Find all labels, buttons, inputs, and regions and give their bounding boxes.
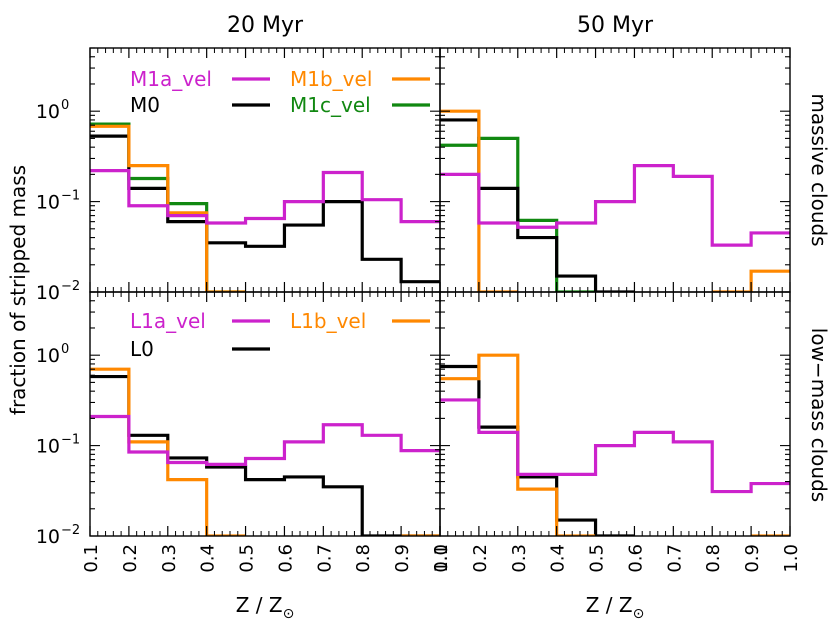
- series-L1a_vel-panel-2: [90, 414, 440, 466]
- x-tick-label: 0.2: [470, 544, 491, 573]
- x-tick-label: 0.6: [625, 544, 646, 573]
- series-L1a_vel-panel-3: [440, 398, 790, 494]
- legend-label-L0: L0: [130, 337, 154, 361]
- x-tick-label: 1.0: [431, 544, 452, 573]
- y-tick-label: 10: [36, 192, 60, 214]
- panel-frame-1: [439, 47, 791, 293]
- x-tick-label: 0.4: [548, 544, 569, 573]
- x-tick-label: 0.4: [198, 544, 219, 573]
- y-tick-label-exp: 0: [61, 342, 69, 357]
- panel-2-series: [90, 367, 440, 536]
- x-tick-label: 0.7: [314, 544, 335, 573]
- series-M1a_vel-panel-1: [440, 164, 790, 247]
- y-tick-label: 10: [36, 282, 60, 304]
- x-tick-label: 0.9: [742, 544, 763, 573]
- y-tick-label-exp: −1: [61, 189, 80, 204]
- x-tick-label: 0.1: [81, 544, 102, 573]
- x-axis-label-sub: ⊙: [283, 606, 295, 622]
- panel-frame-3: [439, 291, 791, 537]
- labels: 20 Myr 50 Myr massive clouds low−mass cl…: [6, 13, 830, 622]
- legend-label-L1a_vel: L1a_vel: [130, 309, 206, 333]
- x-tick-label: 0.6: [275, 544, 296, 573]
- series-L0-panel-2: [90, 374, 440, 536]
- x-tick-label: 1.0: [781, 544, 802, 573]
- row-title-bottom: low−mass clouds: [807, 328, 830, 502]
- series-M1a_vel-panel-0: [90, 169, 440, 225]
- series-M0-panel-0: [90, 134, 440, 284]
- y-axis-label: fraction of stripped mass: [6, 165, 30, 415]
- x-tick-label: 0.7: [664, 544, 685, 573]
- x-tick-label: 0.3: [509, 544, 530, 573]
- x-tick-label: 0.8: [703, 544, 724, 573]
- y-tick-label: 10: [36, 436, 60, 458]
- legend-label-L1b_vel: L1b_vel: [290, 309, 366, 333]
- series-M1b_vel-panel-0: [90, 124, 246, 292]
- frames: [89, 47, 791, 537]
- x-axis-label-right: Z / Z⊙: [586, 593, 645, 622]
- x-axis-label-left: Z / Z⊙: [236, 593, 295, 622]
- y-tick-label-exp: −2: [61, 279, 80, 294]
- legend-label-M1c_vel: M1c_vel: [290, 93, 371, 117]
- series-L0-panel-3: [440, 364, 635, 536]
- y-tick-label: 10: [36, 345, 60, 367]
- y-tick-label: 10: [36, 526, 60, 548]
- legend-label-M1b_vel: M1b_vel: [290, 67, 372, 91]
- x-tick-label: 0.3: [159, 544, 180, 573]
- x-axis-label-main-2: Z / Z: [586, 593, 633, 617]
- row-title-top: massive clouds: [807, 93, 830, 246]
- x-tick-label: 0.1: [431, 544, 452, 573]
- legend-label-M1a_vel: M1a_vel: [130, 67, 212, 91]
- panel-3-series: [440, 353, 790, 536]
- col-title-left: 20 Myr: [227, 13, 304, 38]
- x-axis-label-main: Z / Z: [236, 593, 283, 617]
- x-tick-label: 0.2: [120, 544, 141, 573]
- col-title-right: 50 Myr: [577, 13, 654, 38]
- y-tick-label-exp: −2: [61, 523, 80, 538]
- panel-0-series: [90, 122, 440, 292]
- y-tick-label-exp: 0: [61, 98, 69, 113]
- y-tick-label: 10: [36, 101, 60, 123]
- x-tick-label: 0.9: [392, 544, 413, 573]
- x-axis-label-sub-2: ⊙: [633, 606, 645, 622]
- legend-label-M0: M0: [130, 93, 160, 117]
- x-tick-label: 0.5: [237, 544, 258, 573]
- y-tick-label-exp: −1: [61, 433, 80, 448]
- x-tick-label: 0.8: [353, 544, 374, 573]
- panel-1-series: [440, 109, 790, 292]
- x-tick-label: 0.5: [587, 544, 608, 573]
